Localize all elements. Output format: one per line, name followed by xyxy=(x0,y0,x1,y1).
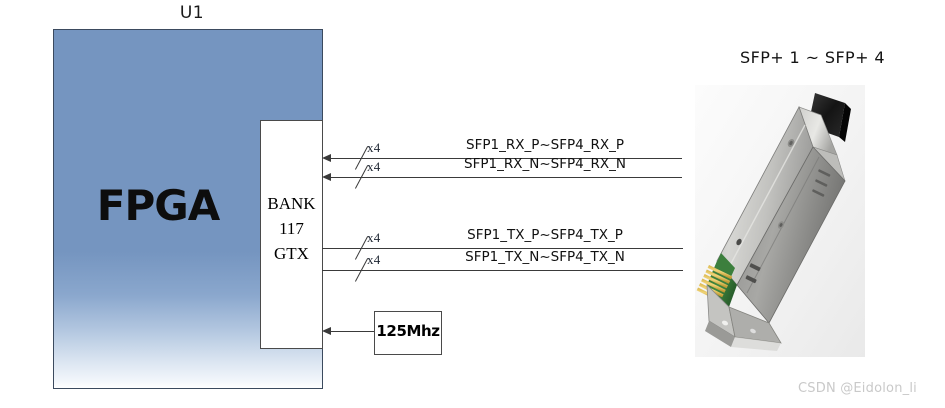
bus-name-tx-p: SFP1_TX_P~SFP4_TX_P xyxy=(467,227,623,243)
bus-width-tx-p: x4 xyxy=(367,230,381,245)
clock-source-box xyxy=(374,311,442,355)
arrowhead-rx-p xyxy=(322,153,331,162)
sfp-group-caption: SFP+ 1 ~ SFP+ 4 xyxy=(740,48,885,67)
arrowhead-clock xyxy=(322,326,331,335)
bank-line-3: GTX xyxy=(274,244,309,263)
bus-line-clock xyxy=(331,331,375,332)
component-reference-label: U1 xyxy=(179,3,205,23)
bus-width-rx-p: x4 xyxy=(367,140,381,155)
bus-name-rx-n: SFP1_RX_N~SFP4_RX_N xyxy=(464,156,626,172)
bus-line-rx-p xyxy=(331,158,682,159)
bus-line-tx-p xyxy=(322,248,683,249)
clock-source-label: 125Mhz xyxy=(376,322,440,340)
bus-line-rx-n xyxy=(331,177,682,178)
watermark-text: CSDN @Eidolon_li xyxy=(798,381,917,396)
bus-name-tx-n: SFP1_TX_N~SFP4_TX_N xyxy=(465,249,625,265)
sfp-plus-transceiver-photo xyxy=(695,85,865,357)
bus-name-rx-p: SFP1_RX_P~SFP4_RX_P xyxy=(466,137,624,153)
bank-117-gtx-label: BANK 117 GTX xyxy=(258,191,325,266)
bus-width-rx-n: x4 xyxy=(367,159,381,174)
bank-line-2: 117 xyxy=(279,219,304,238)
arrowhead-rx-n xyxy=(322,172,331,181)
fpga-label: FPGA xyxy=(96,181,220,230)
bank-117-gtx-block xyxy=(260,120,323,349)
bus-line-tx-n xyxy=(322,270,683,271)
bus-width-tx-n: x4 xyxy=(367,252,381,267)
bank-line-1: BANK xyxy=(267,194,316,213)
